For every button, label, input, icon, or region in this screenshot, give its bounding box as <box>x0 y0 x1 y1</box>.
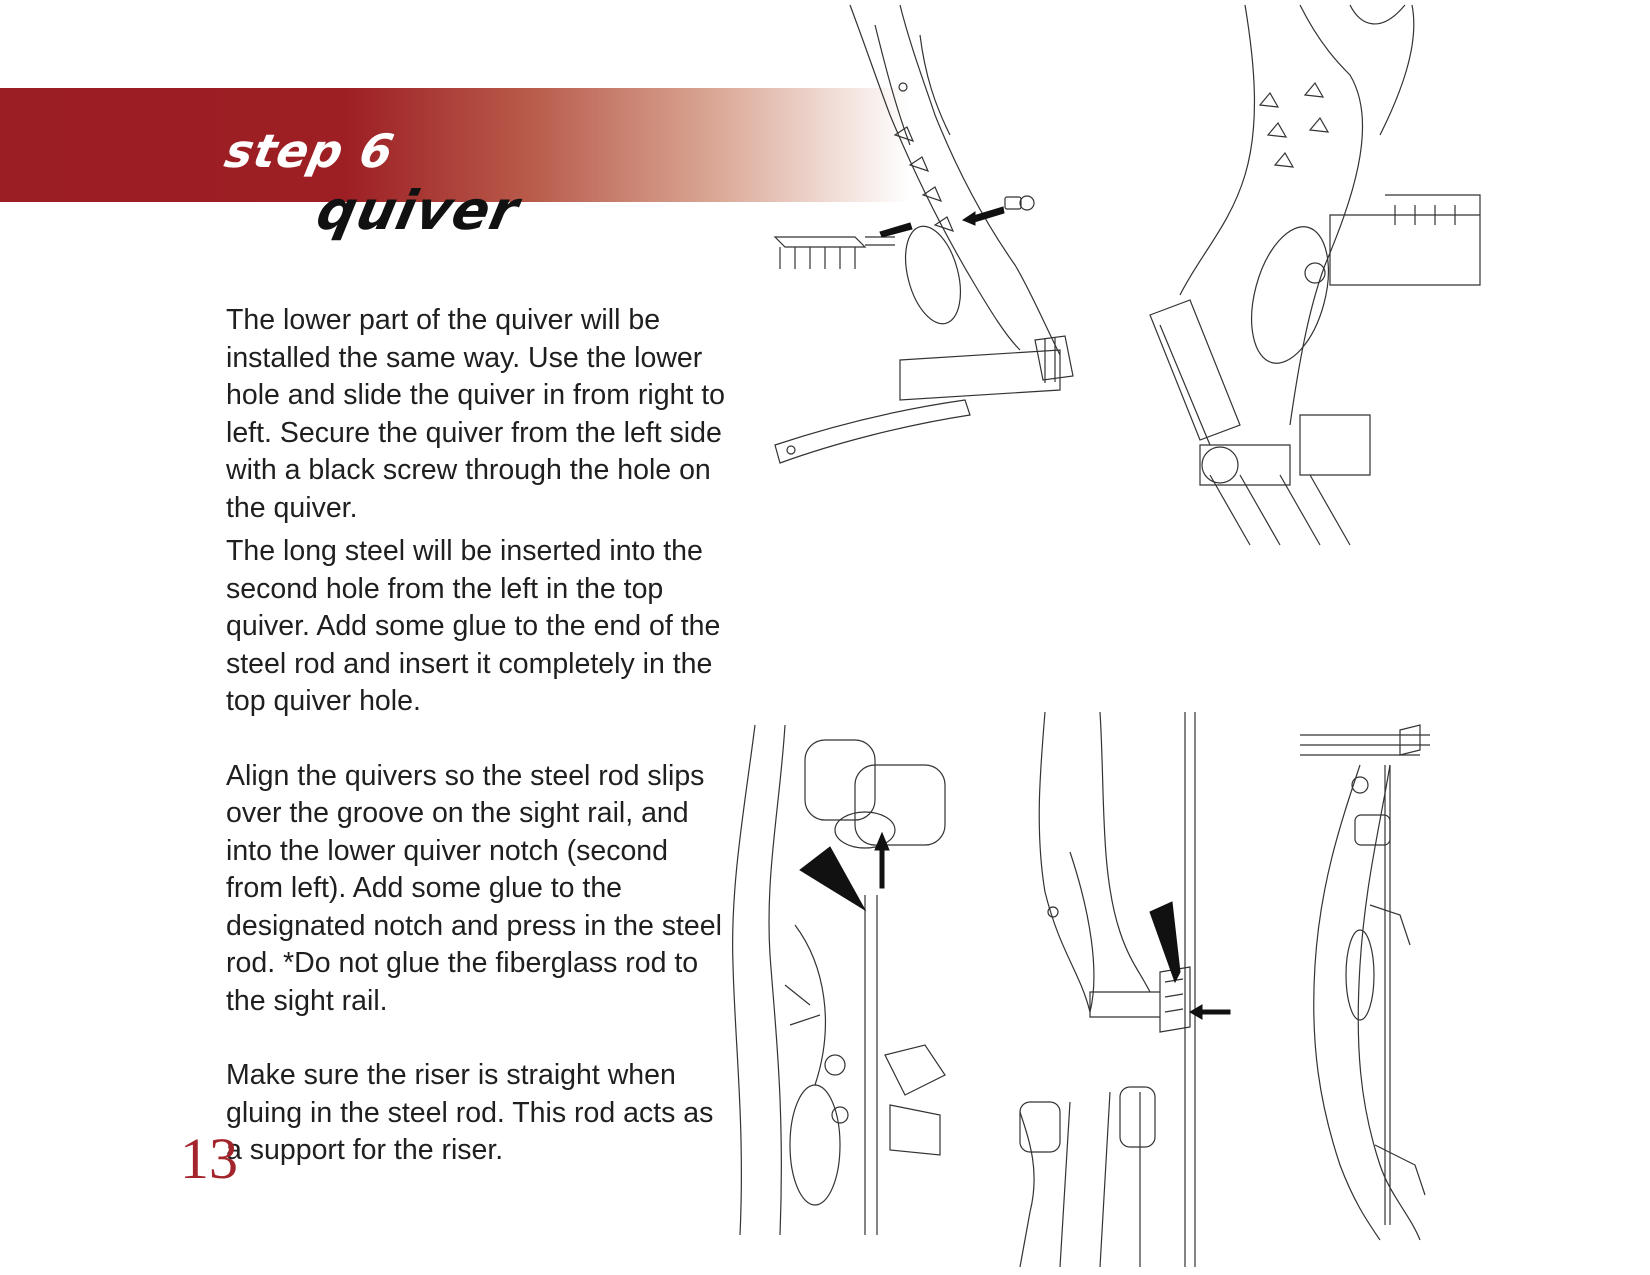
glue-steel-rod-illustration <box>725 725 955 1235</box>
step-title: step 6 <box>220 124 400 178</box>
quiver-notch-illustration <box>1000 712 1230 1267</box>
riser-full-side-illustration <box>1300 725 1445 1240</box>
instructions: The lower part of the quiver will be ins… <box>226 302 726 1170</box>
header-banner <box>0 88 910 202</box>
page-number: 13 <box>180 1126 238 1191</box>
riser-rear-view-illustration <box>1150 5 1490 545</box>
step-subtitle: quiver <box>311 179 525 242</box>
instruction-paragraph: The long steel will be inserted into the… <box>226 535 721 717</box>
riser-lower-quiver-illustration <box>775 5 1135 490</box>
instruction-paragraph: Make sure the riser is straight when glu… <box>226 1059 714 1166</box>
instruction-paragraph: The lower part of the quiver will be ins… <box>226 304 726 524</box>
instruction-paragraph: Align the quivers so the steel rod slips… <box>226 759 722 1017</box>
